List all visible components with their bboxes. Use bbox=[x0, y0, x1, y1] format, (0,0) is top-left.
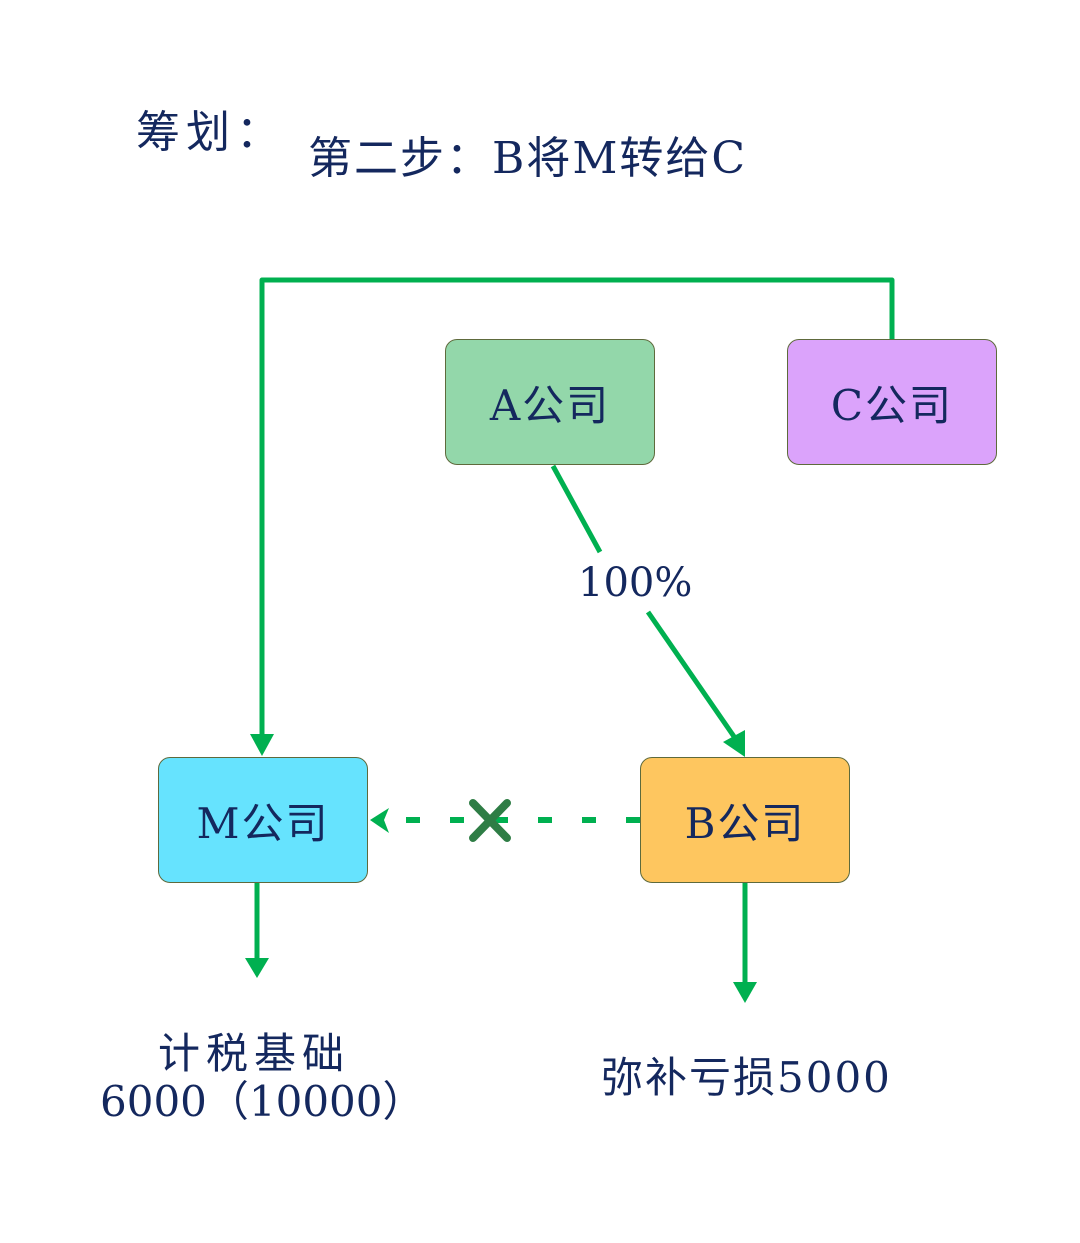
arrowhead-b-outcome bbox=[733, 982, 757, 1003]
edge-a-to-b-lower bbox=[645, 610, 738, 740]
arrowhead-c-to-m bbox=[250, 734, 274, 756]
node-a-company: A公司 bbox=[445, 339, 655, 465]
edge-c-to-m bbox=[259, 277, 895, 735]
blocked-cross-icon bbox=[469, 799, 511, 842]
arrowhead-a-to-b bbox=[723, 730, 745, 757]
plan-label: 筹划： bbox=[136, 107, 286, 158]
node-b-label: B公司 bbox=[684, 798, 806, 848]
node-c-company: C公司 bbox=[787, 339, 997, 465]
arrowhead-m-outcome bbox=[245, 958, 269, 978]
node-a-label: A公司 bbox=[489, 380, 611, 430]
node-m-company: M公司 bbox=[158, 757, 368, 883]
node-m-label: M公司 bbox=[196, 798, 330, 848]
ownership-label: 100% bbox=[576, 560, 695, 606]
m-outcome-line2: 6000（10000） bbox=[100, 1077, 425, 1126]
node-b-company: B公司 bbox=[640, 757, 850, 883]
arrowhead-b-to-m bbox=[370, 808, 389, 833]
step-title: 第二步：B将M转给C bbox=[308, 133, 748, 184]
node-c-label: C公司 bbox=[830, 380, 954, 430]
b-outcome: 弥补亏损5000 bbox=[601, 1053, 892, 1102]
m-outcome-line1: 计税基础 bbox=[158, 1029, 351, 1078]
edge-a-to-b-upper bbox=[550, 464, 603, 554]
